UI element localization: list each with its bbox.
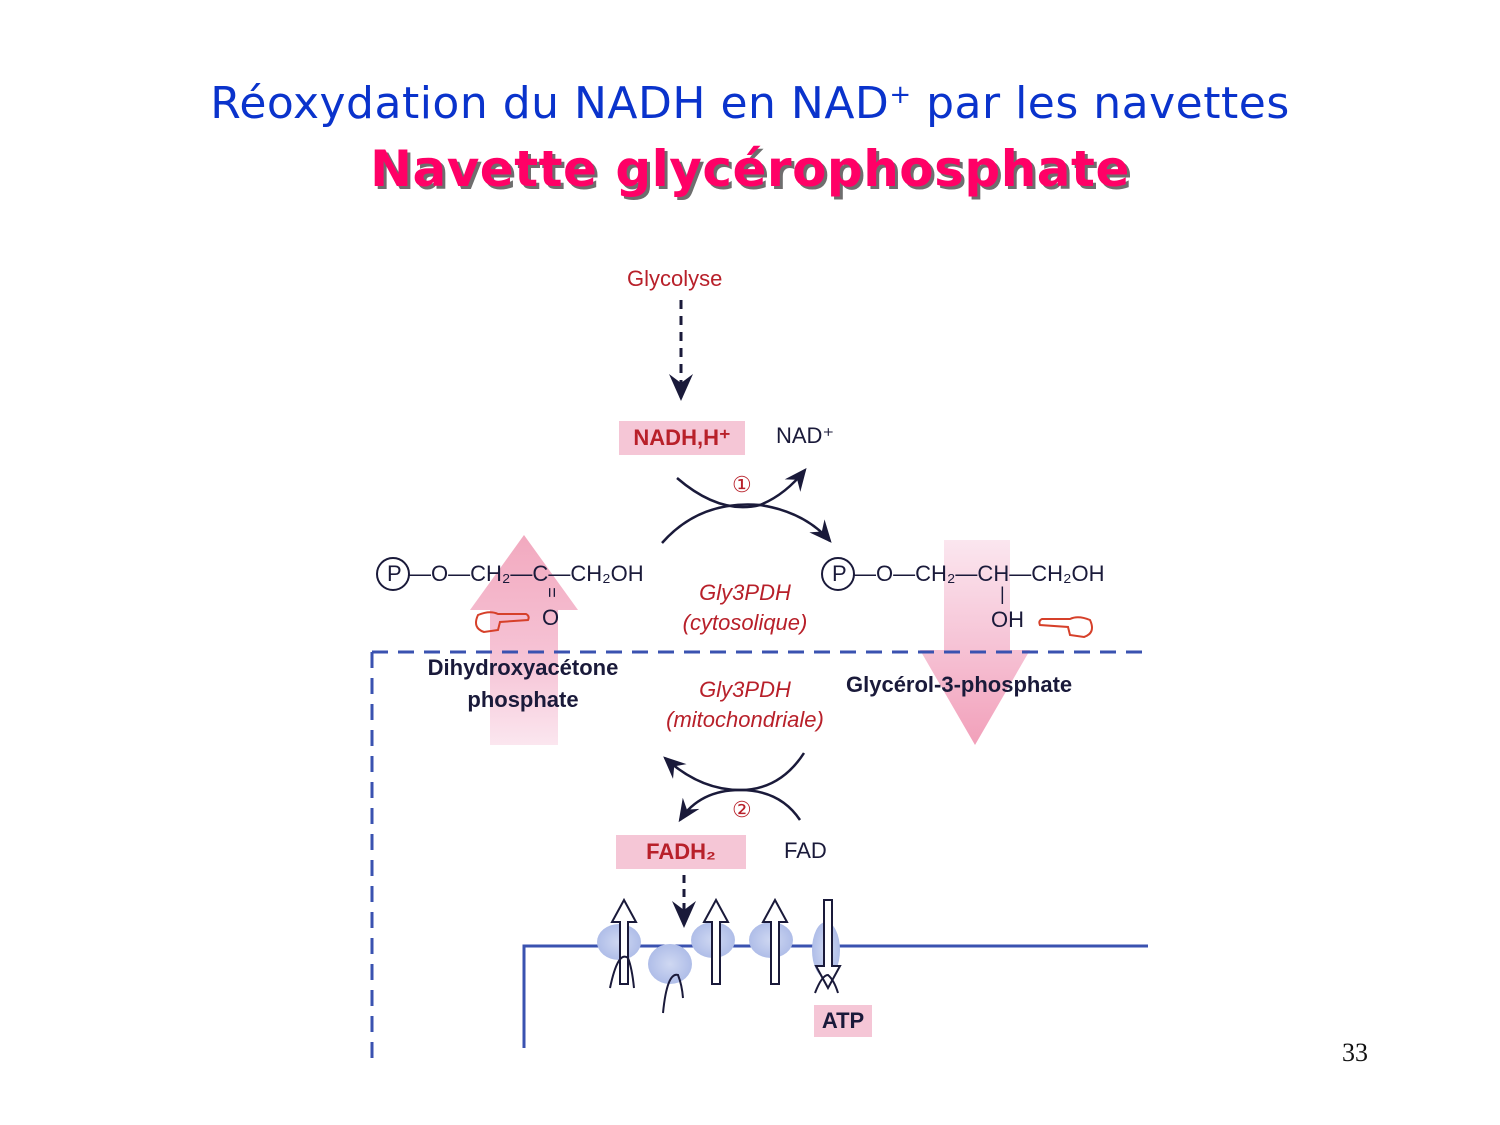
page-number: 33 [1342, 1038, 1368, 1067]
dhap-double-bond: = [541, 587, 562, 598]
slide-subtitle: Navette glycérophosphate [370, 140, 1130, 198]
nad-label: NAD⁺ [776, 423, 835, 448]
glycolyse-label: Glycolyse [627, 266, 723, 291]
g3p-formula-chain: —O—CH₂—CH—CH₂OH [854, 561, 1105, 586]
title-superscript: + [889, 80, 912, 110]
enzyme-mito-name: Gly3PDH [699, 677, 791, 702]
proton-return-paths [609, 955, 839, 1014]
outer-membrane [370, 650, 1148, 1060]
step-1-marker: ① [732, 472, 752, 497]
enzyme-cytosolic-name: Gly3PDH [699, 580, 791, 605]
slide-title: Réoxydation du NADH en NAD+ par les nave… [0, 78, 1500, 129]
g3p-single-bond: | [1000, 584, 1005, 604]
proton-pump-arrows [610, 897, 842, 991]
title-text: Réoxydation du NADH en NAD [210, 78, 890, 129]
phosphate-circle-g3p [821, 557, 855, 591]
inner-membrane [522, 944, 1148, 1048]
step-2-marker: ② [732, 797, 752, 822]
dhap-name-line1: Dihydroxyacétone [427, 655, 619, 680]
title-text-suffix: par les navettes [911, 78, 1290, 129]
fad-label: FAD [784, 838, 827, 863]
pointing-hand-icon-right [1038, 616, 1093, 639]
dhap-to-g3p-arrow [661, 503, 832, 544]
g3p-transport-arrow [920, 540, 1030, 745]
nadh-label: NADH,H⁺ [619, 421, 745, 455]
fad-to-fadh2-arrow [678, 788, 802, 823]
enzyme-mito-location: (mitochondriale) [666, 707, 824, 732]
atp-label: ATP [814, 1005, 872, 1037]
fadh2-label: FADH₂ [616, 835, 746, 869]
dhap-phosphate-p: P [387, 561, 402, 586]
g3p-to-dhap-arrow [663, 752, 806, 792]
dhap-transport-arrow [470, 535, 578, 745]
pointing-hand-icon-left [475, 611, 530, 634]
phosphate-circle-dhap [376, 557, 410, 591]
g3p-hydroxyl: OH [991, 607, 1024, 632]
enzyme-cytosolic-location: (cytosolique) [682, 610, 808, 635]
dhap-oxygen: O [542, 605, 560, 630]
dhap-name-line2: phosphate [467, 687, 579, 712]
g3p-phosphate-p: P [832, 561, 847, 586]
dhap-formula-chain: —O—CH₂—C—CH₂OH [409, 561, 644, 586]
g3p-name: Glycérol-3-phosphate [846, 672, 1073, 697]
